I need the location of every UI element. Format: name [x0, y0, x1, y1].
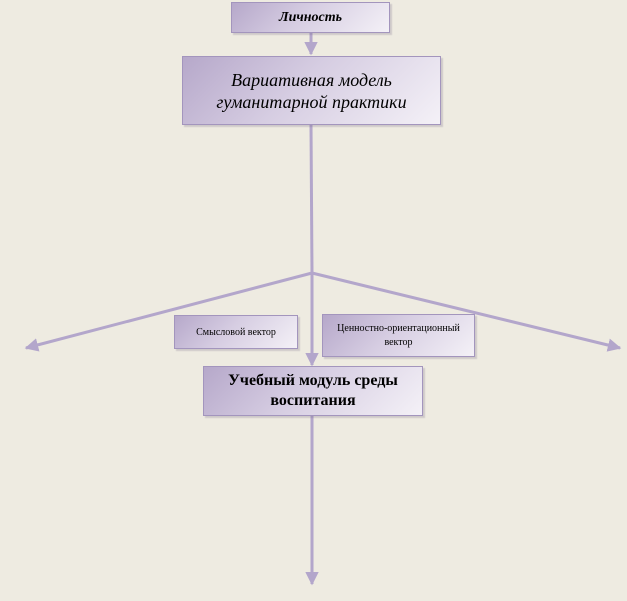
- arrow-branch-right: [311, 271, 622, 352]
- node-semantic-vector: Смысловой вектор: [174, 315, 298, 349]
- node-value-vector-line2: вектор: [384, 336, 413, 348]
- node-value-vector: Ценностно-ориентационный вектор: [322, 314, 475, 357]
- node-modul-line1: Учебный модуль среды: [228, 372, 398, 389]
- node-lichnost: Личность: [231, 2, 390, 33]
- node-semantic-vector-label: Смысловой вектор: [196, 326, 276, 338]
- node-learning-module: Учебный модуль среды воспитания: [203, 366, 423, 416]
- arrow-branch-left: [24, 271, 313, 352]
- node-model-line1: Вариативная модель: [231, 69, 392, 90]
- node-lichnost-label: Личность: [278, 9, 342, 25]
- node-value-vector-line1: Ценностно-ориентационный: [337, 322, 460, 334]
- line-model-to-branch: [309, 124, 314, 274]
- node-model-line2: гуманитарной практики: [216, 91, 407, 112]
- node-modul-line2: воспитания: [270, 392, 356, 409]
- node-variative-model: Вариативная модель гуманитарной практики: [182, 56, 441, 125]
